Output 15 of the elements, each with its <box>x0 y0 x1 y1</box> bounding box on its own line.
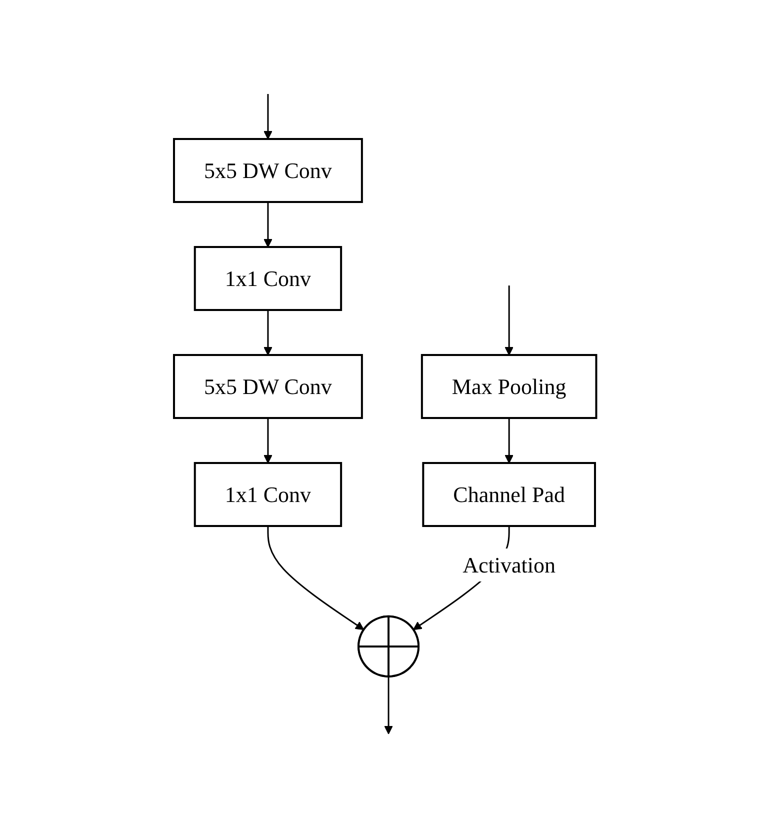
node-box: Max Pooling <box>421 354 598 420</box>
arrow <box>505 418 514 464</box>
arrow <box>384 676 394 734</box>
arrow <box>264 310 273 356</box>
arrow <box>264 202 273 248</box>
node-box: 5x5 DW Conv <box>173 354 364 420</box>
arrow <box>505 286 514 356</box>
arrow <box>264 418 273 464</box>
node-box: Channel Pad <box>422 462 596 528</box>
edge-label: Activation <box>463 552 556 578</box>
arrow <box>264 94 273 140</box>
node-box: 1x1 Conv <box>194 462 342 528</box>
arrow <box>268 526 364 630</box>
node-box: 5x5 DW Conv <box>173 138 364 204</box>
node-box: 1x1 Conv <box>194 246 342 312</box>
